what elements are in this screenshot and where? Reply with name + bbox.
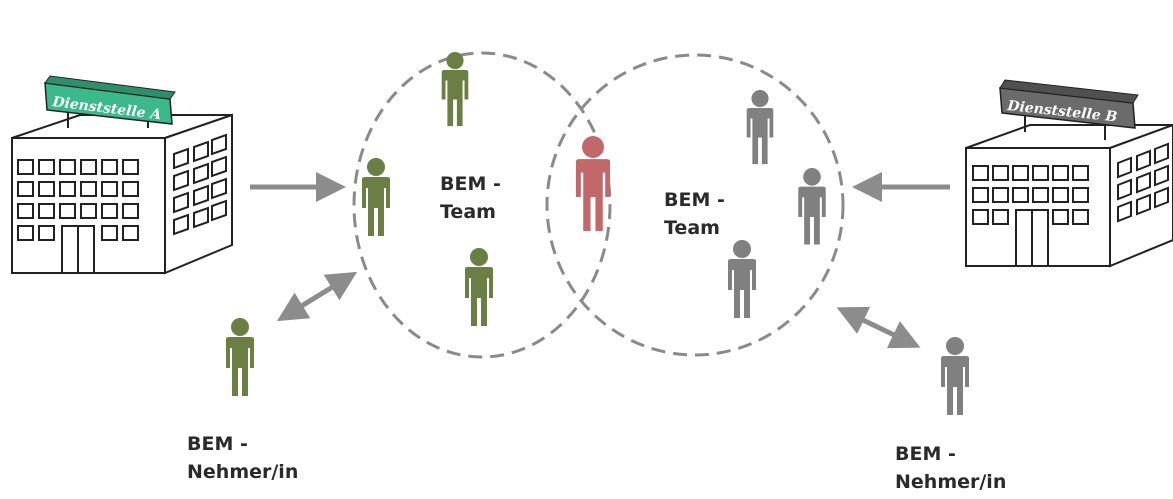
team-b-person-bottom: [728, 240, 756, 318]
nehmer-b-person: [941, 337, 969, 415]
team-a-label-line1: BEM -: [440, 173, 501, 195]
arrow-nehmer-a-team: [276, 271, 358, 322]
nehmer-a-label: BEM - Nehmer/in: [187, 430, 298, 486]
shared-person: [575, 136, 611, 232]
team-a-person-bottom: [465, 248, 493, 326]
team-b-label: BEM - Team: [664, 186, 725, 242]
team-b-label-line1: BEM -: [664, 189, 725, 211]
building-a: Dienststelle A: [11, 75, 233, 275]
team-a-person-top: [441, 52, 469, 127]
nehmer-b-label: BEM - Nehmer/in: [895, 440, 1006, 496]
nehmer-a-label-line1: BEM -: [187, 433, 248, 455]
nehmer-b-label-line1: BEM -: [895, 443, 956, 465]
team-b-label-line2: Team: [664, 217, 720, 239]
building-b: Dienststelle B: [965, 79, 1173, 268]
team-a-person-left: [362, 158, 390, 236]
team-b-circle: [545, 53, 845, 357]
team-b-person-top: [746, 90, 774, 165]
team-a-circle: [352, 51, 612, 359]
team-b-person-right: [798, 168, 826, 245]
team-a-label-line2: Team: [440, 201, 496, 223]
team-a-label: BEM - Team: [440, 170, 501, 226]
nehmer-b-label-line2: Nehmer/in: [895, 471, 1007, 493]
nehmer-a-label-line2: Nehmer/in: [187, 461, 299, 483]
arrow-nehmer-b-team: [836, 306, 921, 349]
nehmer-a-person: [226, 318, 254, 396]
people-layer: [226, 52, 969, 415]
